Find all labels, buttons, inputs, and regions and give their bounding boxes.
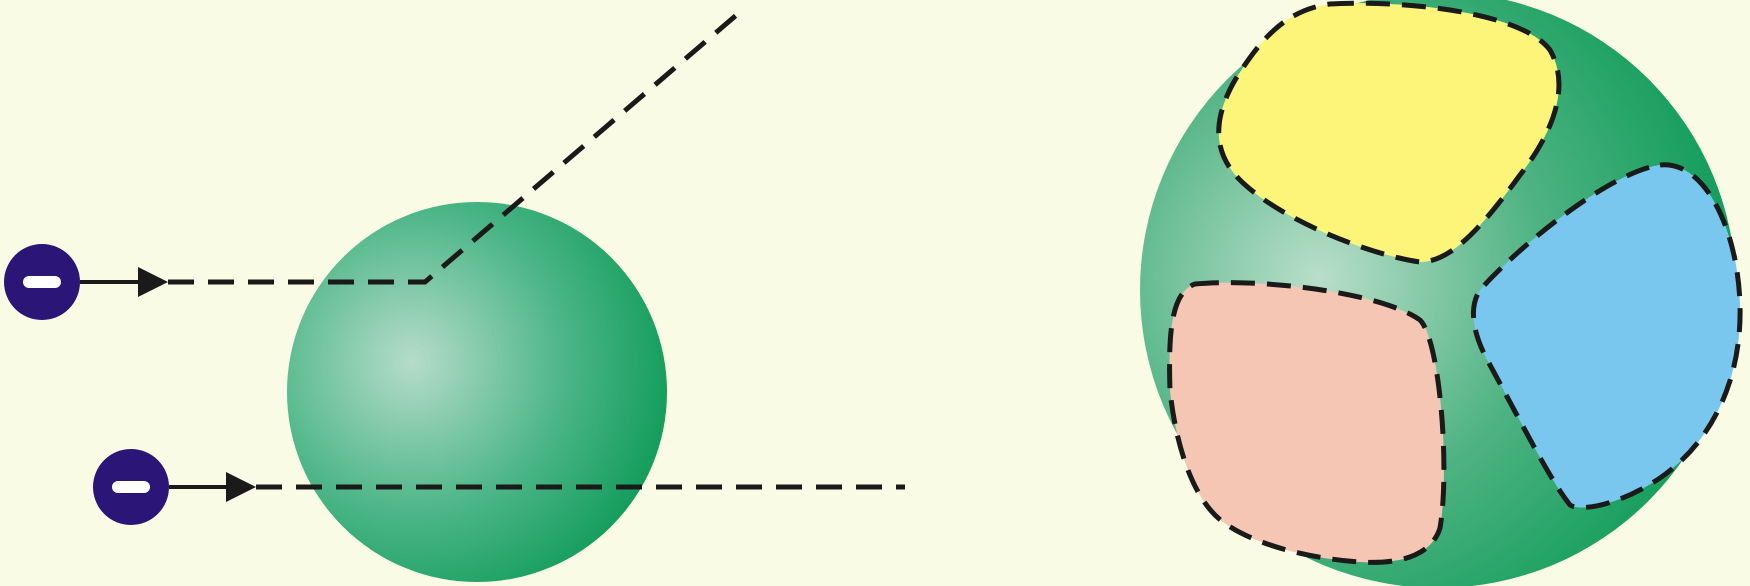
right-panel [1140,0,1740,586]
left-panel [4,12,905,582]
minus-icon [112,481,150,493]
arrowhead-icon [138,267,168,297]
minus-icon [23,276,61,288]
arrowhead-icon [226,472,256,502]
pink-region [1170,283,1444,563]
target-sphere [287,202,667,582]
